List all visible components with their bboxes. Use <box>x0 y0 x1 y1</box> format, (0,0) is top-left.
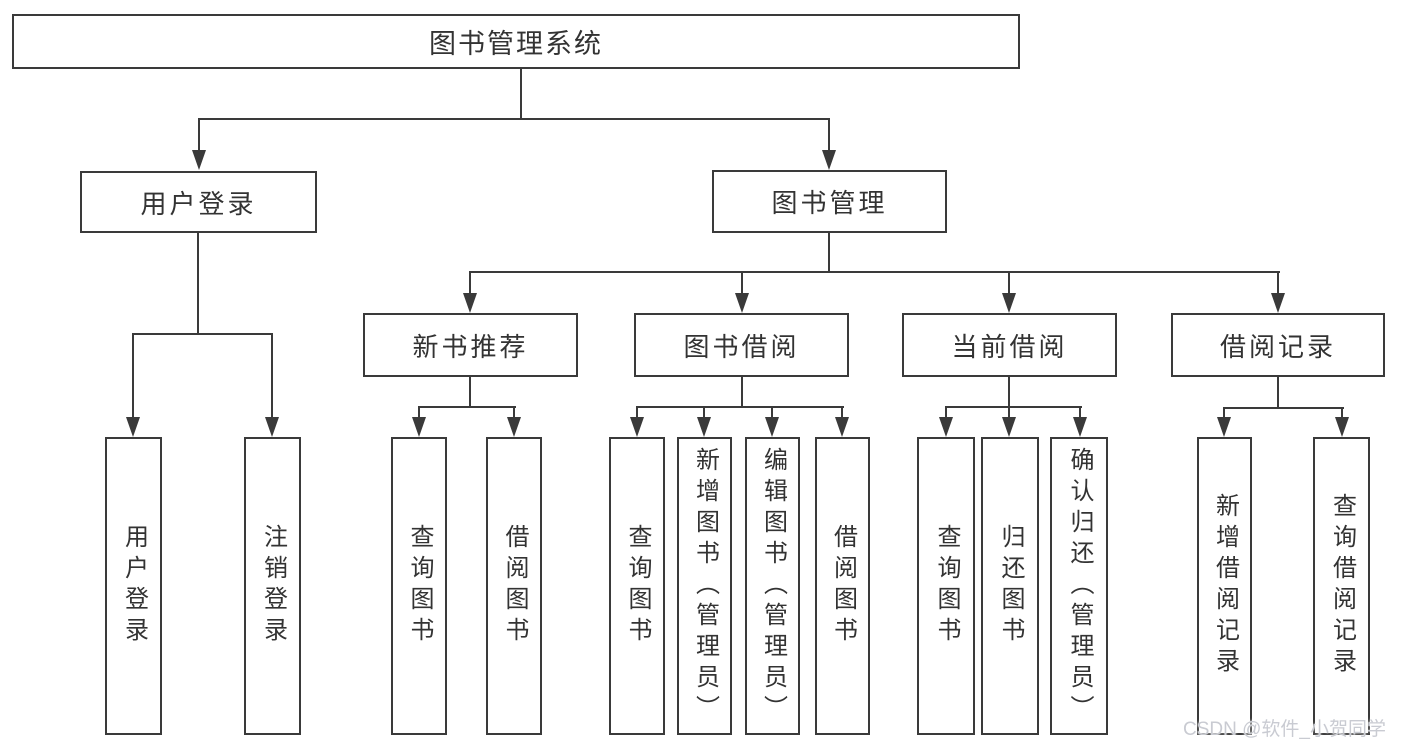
arrowhead <box>835 417 849 437</box>
arrowhead <box>126 417 140 437</box>
arrowhead <box>1002 417 1016 437</box>
leaf-confirm-return-admin: 确认归还（管理员） <box>1050 437 1108 735</box>
leaf-query-books-borrow: 查询图书 <box>609 437 665 735</box>
leaf-query-books-recommend-label: 查询图书 <box>406 524 433 648</box>
arrowhead <box>1073 417 1087 437</box>
leaf-user-login-label: 用户登录 <box>120 524 148 648</box>
node-current-borrow: 当前借阅 <box>902 313 1117 377</box>
connector <box>1008 272 1010 306</box>
arrowhead <box>939 417 953 437</box>
leaf-query-borrow-record: 查询借阅记录 <box>1313 437 1370 735</box>
leaf-logout-label: 注销登录 <box>259 524 287 648</box>
node-new-book-recommend: 新书推荐 <box>363 313 578 377</box>
leaf-add-book-admin: 新增图书（管理员） <box>677 437 732 735</box>
connector <box>1008 377 1010 408</box>
leaf-user-login: 用户登录 <box>105 437 162 735</box>
arrowhead <box>630 417 644 437</box>
connector <box>132 333 273 335</box>
leaf-borrow-books: 借阅图书 <box>815 437 870 735</box>
leaf-query-books-borrow-label: 查询图书 <box>624 524 651 648</box>
node-new-book-recommend-label: 新书推荐 <box>412 331 529 362</box>
arrowhead <box>697 417 711 437</box>
arrowhead <box>192 150 206 170</box>
node-book-management-label: 图书管理 <box>771 188 888 218</box>
arrowhead <box>1217 417 1231 437</box>
connector <box>469 377 471 408</box>
node-book-management: 图书管理 <box>712 170 947 233</box>
csdn-watermark: CSDN @软件_小贺同学 <box>1183 719 1386 740</box>
connector <box>741 377 743 408</box>
arrowhead <box>1335 417 1349 437</box>
connector <box>132 334 134 424</box>
leaf-query-books-current: 查询图书 <box>917 437 975 735</box>
node-root-label: 图书管理系统 <box>429 29 603 59</box>
leaf-add-book-admin-label: 新增图书（管理员） <box>691 446 719 726</box>
connector <box>1277 272 1279 306</box>
connector <box>469 271 1280 273</box>
connector <box>520 69 522 119</box>
node-user-login: 用户登录 <box>80 171 317 233</box>
leaf-borrow-books-label: 借阅图书 <box>829 524 857 648</box>
leaf-confirm-return-admin-label: 确认归还（管理员） <box>1066 446 1093 726</box>
node-borrow-records-label: 借阅记录 <box>1219 331 1336 362</box>
connector <box>636 406 844 408</box>
node-user-login-label: 用户登录 <box>140 188 257 219</box>
leaf-query-books-recommend: 查询图书 <box>391 437 447 735</box>
connector <box>469 272 471 306</box>
node-root: 图书管理系统 <box>12 14 1020 69</box>
connector <box>828 233 830 273</box>
leaf-return-book: 归还图书 <box>981 437 1039 735</box>
arrowhead <box>412 417 426 437</box>
arrowhead <box>1002 293 1016 313</box>
arrowhead <box>822 150 836 170</box>
arrowhead <box>507 417 521 437</box>
connector <box>828 119 830 167</box>
connector <box>945 406 1082 408</box>
node-current-borrow-label: 当前借阅 <box>951 331 1068 362</box>
leaf-borrow-books-recommend-label: 借阅图书 <box>501 524 528 648</box>
node-book-borrow: 图书借阅 <box>634 313 849 377</box>
leaf-query-borrow-record-label: 查询借阅记录 <box>1328 493 1356 679</box>
leaf-edit-book-admin-label: 编辑图书（管理员） <box>759 446 787 726</box>
leaf-add-borrow-record: 新增借阅记录 <box>1197 437 1252 735</box>
leaf-query-books-current-label: 查询图书 <box>933 524 960 648</box>
connector <box>1277 377 1279 409</box>
leaf-edit-book-admin: 编辑图书（管理员） <box>745 437 800 735</box>
arrowhead <box>765 417 779 437</box>
leaf-logout: 注销登录 <box>244 437 301 735</box>
connector <box>198 119 200 167</box>
node-borrow-records: 借阅记录 <box>1171 313 1385 377</box>
connector <box>418 406 516 408</box>
connector <box>271 334 273 424</box>
node-book-borrow-label: 图书借阅 <box>683 331 800 362</box>
connector <box>198 118 830 120</box>
leaf-return-book-label: 归还图书 <box>997 524 1024 648</box>
connector <box>741 272 743 306</box>
leaf-borrow-books-recommend: 借阅图书 <box>486 437 542 735</box>
arrowhead <box>1271 293 1285 313</box>
connector <box>197 233 199 335</box>
arrowhead <box>463 293 477 313</box>
arrowhead <box>265 417 279 437</box>
arrowhead <box>735 293 749 313</box>
leaf-add-borrow-record-label: 新增借阅记录 <box>1211 493 1239 679</box>
connector <box>1223 407 1344 409</box>
